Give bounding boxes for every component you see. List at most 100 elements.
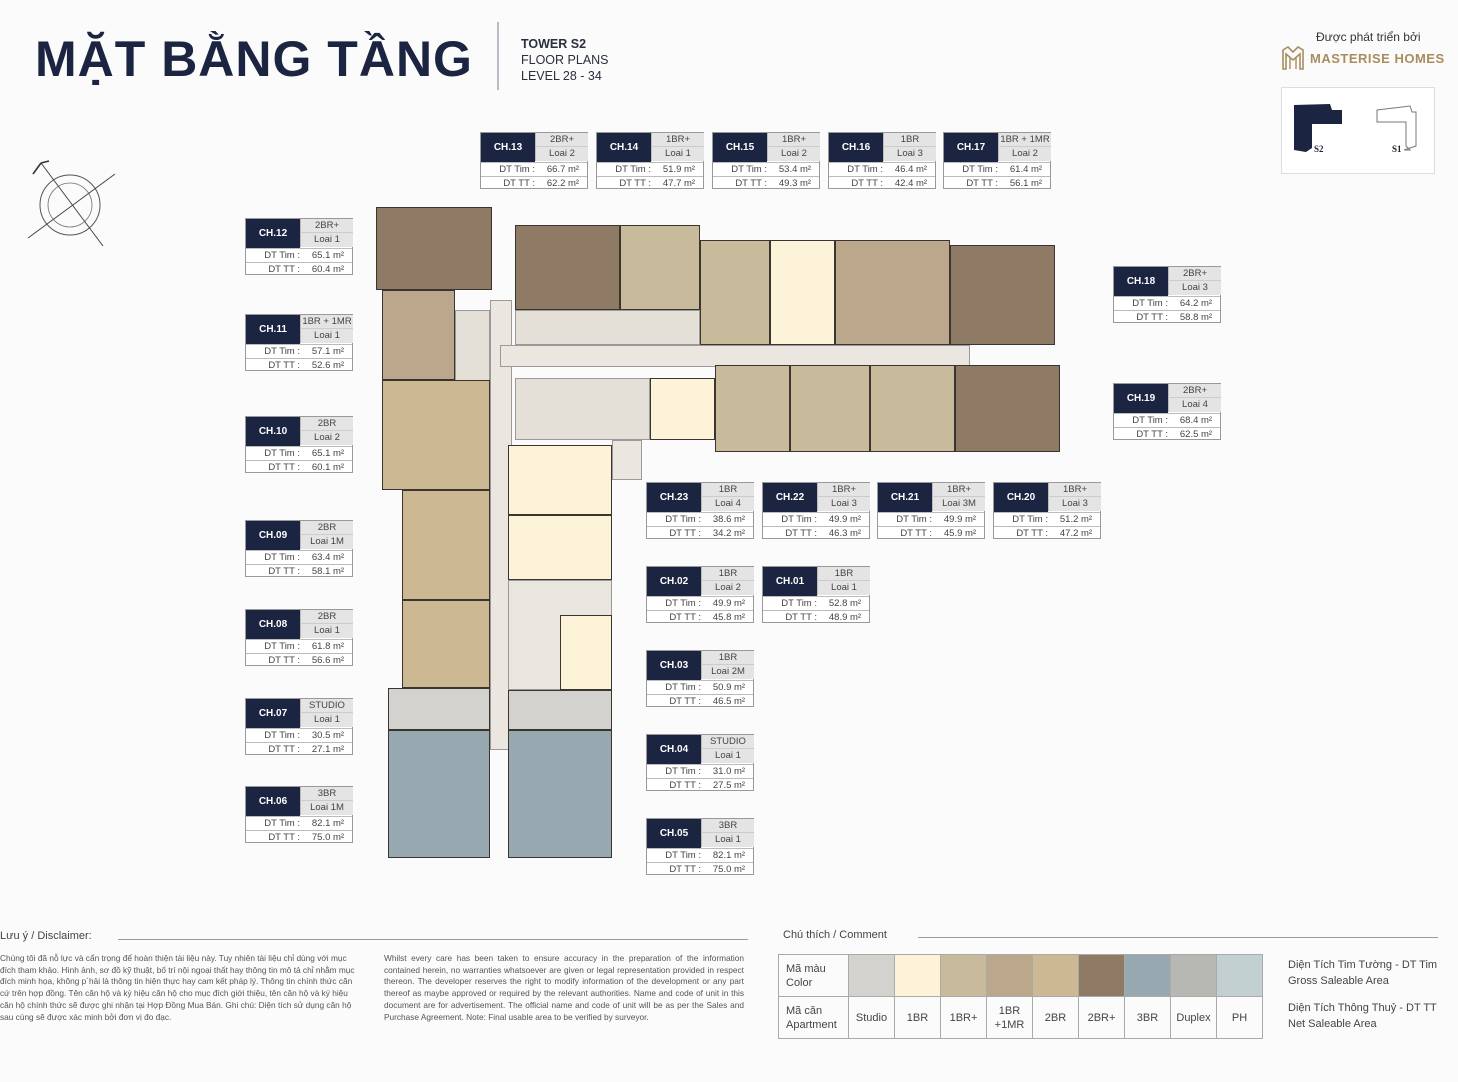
s2-label: S2 [1314,144,1324,154]
net-area-row: DT TT :62.2 m² [481,176,587,190]
north-compass-icon [27,160,116,247]
unit-type: 1BR+ [932,483,985,497]
net-area-row: DT TT :56.6 m² [246,653,352,667]
disclaimer-vietnamese: Chúng tôi đã nỗ lực và cẩn trọng để hoàn… [0,953,355,1022]
unit-ch02 [508,515,612,580]
unit-variant: Loai 1 [817,581,870,595]
net-area-value: 58.1 m² [311,566,345,577]
gross-area-value: 66.7 m² [546,164,580,175]
net-area-row: DT TT :58.8 m² [1114,310,1220,324]
divider [918,937,1438,938]
unit-variant: Loai 3M [932,497,985,511]
divider [497,22,499,90]
unit-ch22 [715,365,790,452]
disclaimer-english: Whilst every care has been taken to ensu… [384,953,744,1022]
gross-area-row: DT Tim :61.8 m² [246,639,352,653]
unit-type: 2BR [300,417,353,431]
net-area-row: DT TT : 46.5 m² [647,694,753,708]
gross-area-label: DT Tim : [264,552,300,563]
gross-area-row: DT Tim :53.4 m² [713,162,819,176]
unit-ch16 [770,240,835,345]
unit-variant: Loai 2 [998,147,1051,161]
gross-area-row: DT Tim :31.0 m² [647,764,753,778]
gross-area-label: DT Tim : [731,164,767,175]
unit-code: CH.16 [829,133,883,162]
gross-area-label: DT Tim : [264,346,300,357]
unit-ch19 [955,365,1060,452]
net-area-row: DT TT :52.6 m² [246,358,352,372]
elevator-core [515,310,700,345]
legend-type-label: 1BR +1MR [986,996,1033,1039]
unit-type: 3BR [300,787,353,801]
unit-ch09 [402,490,490,600]
unit-code: CH.11 [246,315,300,344]
legend-swatch [848,954,895,997]
net-area-label: DT TT : [669,696,701,707]
unit-code: CH.19 [1114,384,1168,413]
gross-area-label: DT Tim : [665,682,701,693]
unit-code: CH.10 [246,417,300,446]
gross-area-row: DT Tim :65.1 m² [246,248,352,262]
net-area-row: DT TT :49.3 m² [713,176,819,190]
unit-ch03 [560,615,612,690]
gross-area-value: 64.2 m² [1179,298,1213,309]
legend-type-label: 3BR [1124,996,1171,1039]
net-area-value: 49.3 m² [778,178,812,189]
unit-code: CH.07 [246,699,300,728]
tower-name: TOWER S2 [521,37,587,51]
legend-heading: Chú thích / Comment [783,929,887,941]
net-area-row: DT TT :60.1 m² [246,460,352,474]
net-area-value: 46.5 m² [712,696,746,707]
gross-area-value: 46.4 m² [894,164,928,175]
gross-area-value: 65.1 m² [311,250,345,261]
net-area-label: DT TT : [268,744,300,755]
gross-area-row: DT Tim :82.1 m² [647,848,753,862]
gross-area-label: DT Tim : [615,164,651,175]
unit-code: CH.05 [647,819,701,848]
unit-variant: Loai 2 [767,147,820,161]
net-area-row: DT TT :34.2 m² [647,526,753,540]
developer-logo: MASTERISE HOMES [1282,46,1445,70]
net-area-label: DT TT : [268,655,300,666]
legend-type-label: Studio [848,996,895,1039]
page-title: MẶT BẰNG TẦNG [35,31,473,87]
net-area-value: 45.9 m² [943,528,977,539]
unit-ch13 [515,225,620,310]
gross-area-value: 49.9 m² [828,514,862,525]
gross-area-label: DT Tim : [665,766,701,777]
legend-type-label: PH [1216,996,1263,1039]
legend-swatch [986,954,1033,997]
gross-area-label: DT Tim : [665,850,701,861]
unit-type: STUDIO [701,735,754,749]
unit-ch20 [870,365,955,452]
net-area-value: 52.6 m² [311,360,345,371]
gross-area-vi: Diện Tích Tim Tường - DT Tim [1288,959,1438,971]
gross-area-value: 63.4 m² [311,552,345,563]
unit-type: 1BR [883,133,936,147]
unit-type: 2BR+ [300,219,353,233]
unit-ch12 [376,207,492,290]
net-area-label: DT TT : [268,566,300,577]
unit-type: 1BR + 1MR [998,133,1051,147]
unit-variant: Loai 3 [883,147,936,161]
unit-ch01 [508,445,612,515]
net-area-row: DT TT :56.1 m² [944,176,1050,190]
unit-type: 2BR+ [1168,267,1221,281]
unit-code: CH.03 [647,651,701,680]
gross-area-label: DT Tim : [781,598,817,609]
net-area-row: DT TT :45.9 m² [878,526,984,540]
gross-area-row: DT Tim :30.5 m² [246,728,352,742]
unit-variant: Loai 1M [300,801,353,815]
unit-type: 1BR+ [767,133,820,147]
legend-type-label: 2BR [1032,996,1079,1039]
